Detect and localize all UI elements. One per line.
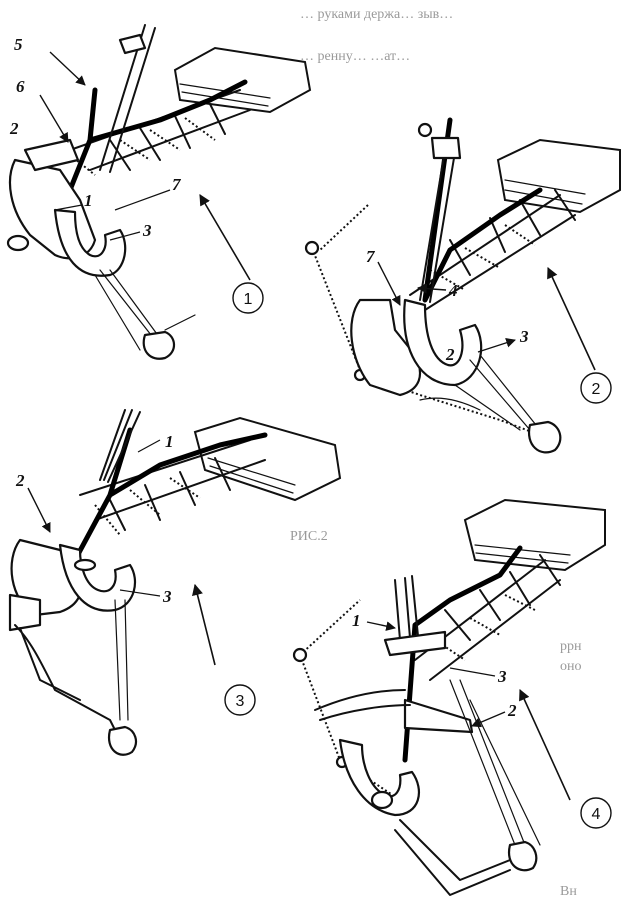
callout-1: 1 — [352, 611, 361, 630]
dotted-cable — [299, 599, 401, 801]
callout-1: 1 — [84, 191, 93, 210]
ghost-text: … руками держа… зыв… … ренну… …ат… РИС.2… — [290, 7, 582, 899]
canopy-pack — [193, 416, 342, 502]
ghost-line-d: ррн — [560, 639, 582, 654]
callout-7: 7 — [366, 247, 376, 266]
panel-1: 1 5 6 2 1 7 3 — [6, 24, 312, 360]
panel-number: 2 — [592, 381, 601, 398]
callout-6: 6 — [16, 77, 25, 96]
line-ladder — [409, 189, 576, 311]
panel-number-circle — [580, 372, 612, 404]
ghost-line-f: Вн — [560, 884, 577, 899]
callout-1: 1 — [165, 432, 174, 451]
hook — [338, 738, 421, 817]
callout-3: 3 — [519, 327, 529, 346]
hook — [53, 208, 127, 277]
panel-number-circle — [224, 684, 256, 716]
callout-2: 2 — [15, 471, 25, 490]
dark-line-strap — [72, 427, 268, 563]
callout-5: 5 — [14, 35, 23, 54]
dotted-cable — [311, 204, 541, 436]
panel-4: 4 1 3 2 — [292, 498, 612, 896]
ghost-line-a: … руками держа… зыв… — [300, 7, 453, 22]
callout-3: 3 — [162, 587, 172, 606]
panel-2: 2 7 4 3 2 — [304, 117, 621, 454]
callout-2: 2 — [9, 119, 19, 138]
ghost-line-c: РИС.2 — [290, 529, 328, 544]
callout-2: 2 — [507, 701, 517, 720]
line-ladder — [79, 439, 266, 536]
link-bracket — [383, 630, 447, 657]
callout-7: 7 — [172, 175, 182, 194]
release-ring — [107, 725, 138, 756]
canopy-pack — [496, 138, 621, 214]
callout-3: 3 — [497, 667, 507, 686]
ghost-line-e: оно — [560, 659, 582, 674]
panel-number-circle — [580, 797, 612, 829]
panel-3: 3 1 2 3 — [8, 409, 342, 756]
panel-number: 4 — [592, 806, 601, 823]
release-ring — [142, 330, 176, 360]
line-ladder — [414, 554, 561, 681]
release-ring — [527, 420, 562, 454]
panel-number: 3 — [236, 693, 245, 710]
callout-4: 4 — [448, 281, 458, 300]
callout-3: 3 — [142, 221, 152, 240]
pilot-shaft — [419, 149, 456, 303]
canopy-pack — [463, 498, 606, 572]
ghost-line-b: … ренну… …ат… — [300, 49, 410, 64]
panel-number-circle — [232, 282, 264, 314]
callout-2: 2 — [445, 345, 455, 364]
release-ring — [507, 840, 538, 872]
hook — [403, 298, 483, 387]
panel-number: 1 — [244, 291, 253, 308]
